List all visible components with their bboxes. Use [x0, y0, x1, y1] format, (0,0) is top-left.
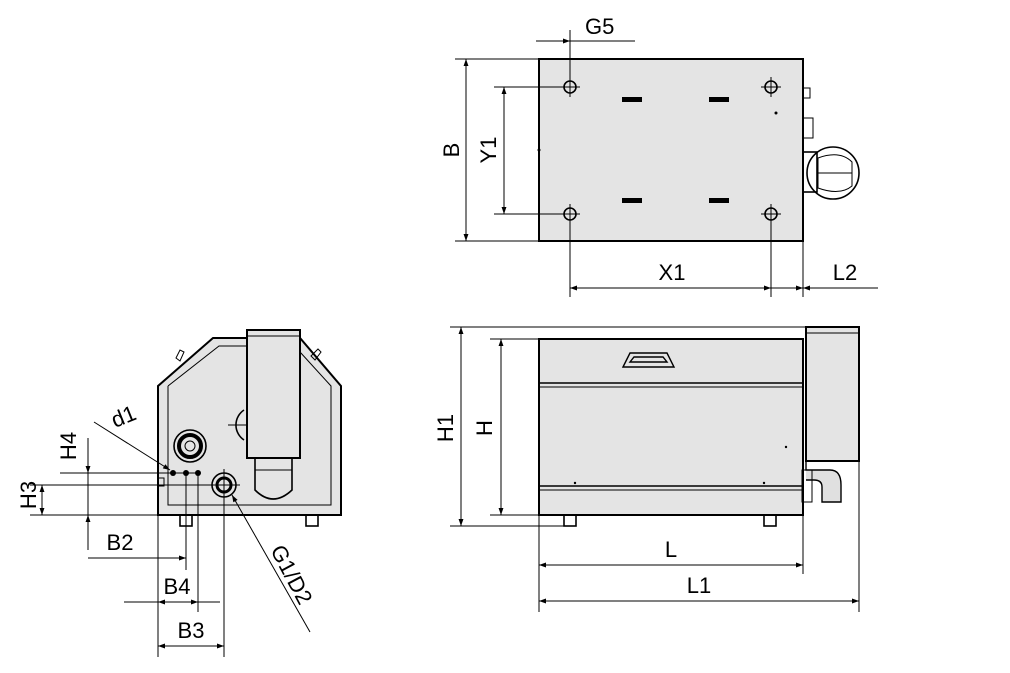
label-L1: L1 — [687, 573, 711, 598]
label-Y1: Y1 — [476, 137, 501, 164]
front-view-motor — [805, 326, 860, 462]
top-view: G5 B Y1 X1 L2 — [439, 14, 878, 297]
label-B2: B2 — [107, 530, 134, 555]
label-B4: B4 — [164, 574, 191, 599]
side-view-fan — [254, 458, 293, 500]
label-H4: H4 — [56, 432, 81, 460]
label-H3: H3 — [16, 481, 41, 509]
front-view-elbow-pipe — [805, 461, 842, 503]
mounting-hole-br — [761, 204, 781, 224]
label-H1: H1 — [433, 414, 458, 442]
label-d1: d1 — [108, 400, 140, 432]
top-view-housing — [538, 58, 804, 242]
side-view-port-d1 — [173, 429, 207, 463]
label-B3: B3 — [178, 618, 205, 643]
side-view: d1 G1/D2 H4 H3 B2 B4 B3 — [16, 329, 342, 657]
label-L2: L2 — [833, 260, 857, 285]
label-G1D2: G1/D2 — [266, 541, 318, 609]
top-view-pump-head — [806, 146, 860, 200]
label-G5: G5 — [585, 14, 614, 39]
mounting-hole-tr — [761, 77, 781, 97]
label-L: L — [665, 537, 677, 562]
front-view: H1 H L L1 — [433, 326, 860, 612]
mounting-hole-tl — [560, 77, 580, 97]
label-H: H — [472, 420, 497, 436]
side-view-motor — [246, 329, 301, 459]
label-B: B — [439, 143, 464, 158]
top-view-connector — [802, 151, 818, 193]
carry-handle — [621, 352, 676, 368]
mounting-hole-bl — [560, 204, 580, 224]
label-X1: X1 — [659, 260, 686, 285]
